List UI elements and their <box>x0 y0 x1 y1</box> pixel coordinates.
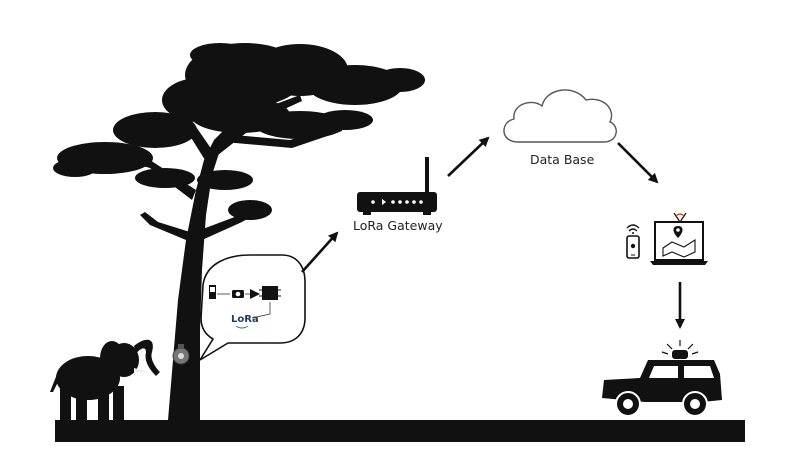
vehicle-icon <box>602 360 722 417</box>
camera-icon <box>232 290 244 298</box>
wifi-icon <box>626 224 640 234</box>
cloud-icon <box>503 89 617 143</box>
ground-strip <box>55 420 745 442</box>
smartphone-icon <box>626 235 640 259</box>
monitor-map-icon <box>650 221 708 265</box>
lora-module-icon: LoRa <box>231 314 259 329</box>
router-icon <box>357 157 437 215</box>
microcontroller-icon <box>259 286 281 300</box>
phone-module-icon <box>209 285 216 299</box>
speech-bubble: LoRa <box>199 254 306 361</box>
siren-icon <box>661 340 699 359</box>
arrow-sensor-to-gateway <box>301 231 339 273</box>
alert-antenna-icon <box>673 212 687 223</box>
sensor-node-icon <box>172 344 190 365</box>
database-label: Data Base <box>530 152 595 167</box>
lora-chip-label: LoRa <box>231 314 259 325</box>
arrow-gateway-to-database <box>447 136 490 177</box>
gateway-label: LoRa Gateway <box>353 218 443 233</box>
elephant-icon <box>50 339 160 420</box>
arrow-database-to-monitor <box>617 142 659 184</box>
